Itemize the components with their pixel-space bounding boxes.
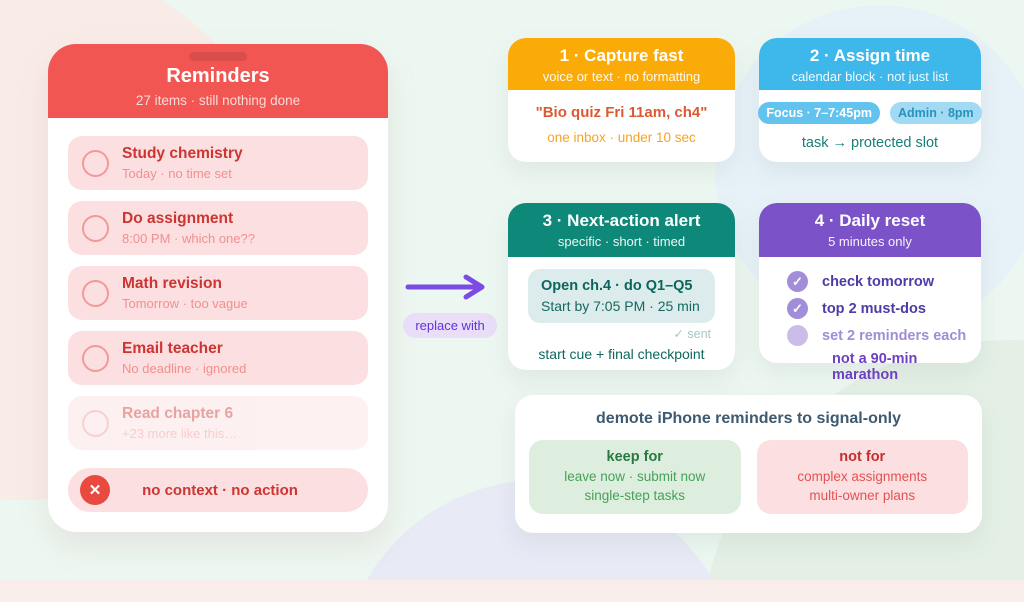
checklist-row: ✓ check tomorrow — [787, 271, 981, 292]
todo-circle-icon — [82, 149, 109, 177]
step-subtitle: specific · short · timed — [557, 234, 686, 249]
check-circle-icon: ✓ — [787, 271, 808, 292]
x-circle-icon: ✕ — [80, 475, 110, 505]
background-bottom-band — [0, 580, 1024, 602]
step-title: 1 · Capture fast — [559, 46, 684, 65]
step-card-next-action-alert: 3 · Next-action alert specific · short ·… — [508, 203, 735, 370]
list-item-do-assignment: Do assignment 8:00 PM · which one?? — [68, 201, 368, 255]
daily-reset-header: 4 · Daily reset 5 minutes only — [759, 203, 981, 257]
demote-title: demote iPhone reminders to signal-only — [596, 410, 901, 427]
focus-block-pill: Focus · 7–7:45pm — [758, 102, 880, 124]
step-subtitle: calendar block · not just list — [791, 69, 949, 84]
sent-status: ✓ sent — [673, 327, 711, 341]
not-for-line: multi-owner plans — [809, 488, 916, 503]
keep-for-line: single-step tasks — [584, 488, 686, 503]
calendar-blocks: Focus · 7–7:45pm Admin · 8pm — [758, 102, 982, 124]
step-title: 3 · Next-action alert — [542, 211, 701, 230]
reminders-list: Study chemistry Today · no time set Do a… — [48, 118, 388, 450]
todo-subtitle: No deadline · ignored — [122, 360, 247, 376]
capture-example-quote: "Bio quiz Fri 11am, ch4" — [535, 104, 708, 121]
todo-circle-icon — [82, 279, 109, 307]
no-context-label: no context · no action — [142, 481, 298, 499]
check-label: set 2 reminders each — [822, 327, 967, 344]
todo-title: Read chapter 6 — [122, 405, 234, 423]
daily-reset-checklist: ✓ check tomorrow ✓ top 2 must-dos set 2 … — [759, 257, 981, 383]
step-title: 4 · Daily reset — [814, 211, 926, 230]
step-subtitle: 5 minutes only — [828, 234, 912, 249]
capture-fast-header: 1 · Capture fast voice or text · no form… — [508, 38, 735, 90]
todo-title: Math revision — [122, 275, 222, 293]
todo-title: Study chemistry — [122, 145, 243, 163]
check-label: top 2 must-dos — [822, 300, 926, 317]
reminders-phone-card: Reminders 27 items · still nothing done … — [48, 44, 388, 532]
check-label: check tomorrow — [822, 273, 934, 290]
not-for-line: complex assignments — [797, 469, 928, 484]
check-circle-icon: ✓ — [787, 298, 808, 319]
checklist-row: set 2 reminders each — [787, 325, 981, 346]
list-item-read-chapter: Read chapter 6 +23 more like this… — [68, 396, 368, 450]
step-subtitle: voice or text · no formatting — [542, 69, 701, 84]
replace-arrow-group: replace with — [402, 274, 498, 338]
reminders-subtitle: 27 items · still nothing done — [135, 93, 301, 108]
todo-subtitle: Today · no time set — [122, 165, 232, 181]
not-for-box: not for complex assignments multi-owner … — [756, 440, 968, 514]
assign-note: task → protected slot — [801, 135, 939, 151]
todo-subtitle: +23 more like this… — [122, 425, 238, 441]
reminders-title: Reminders — [166, 65, 270, 87]
alert-note: start cue + final checkpoint — [538, 346, 705, 362]
arrow-right-icon — [405, 274, 485, 300]
phone-notch — [189, 52, 247, 61]
list-item-email-teacher: Email teacher No deadline · ignored — [68, 331, 368, 385]
no-context-banner: ✕ no context · no action — [68, 468, 368, 512]
step-title: 2 · Assign time — [809, 46, 931, 65]
list-item-math-revision: Math revision Tomorrow · too vague — [68, 266, 368, 320]
todo-subtitle: 8:00 PM · which one?? — [122, 230, 255, 246]
todo-subtitle: Tomorrow · too vague — [122, 295, 248, 311]
unchecked-circle-icon — [787, 325, 808, 346]
step-card-assign-time: 2 · Assign time calendar block · not jus… — [758, 38, 982, 162]
step-card-daily-reset: 4 · Daily reset 5 minutes only ✓ check t… — [759, 203, 981, 383]
todo-circle-icon — [82, 214, 109, 242]
not-for-title: not for — [839, 449, 886, 465]
keep-for-line: leave now · submit now — [564, 469, 706, 484]
admin-block-pill: Admin · 8pm — [889, 102, 982, 124]
alert-example-box: Open ch.4 · do Q1–Q5 Start by 7:05 PM · … — [528, 269, 715, 323]
alert-task-line: Open ch.4 · do Q1–Q5 — [541, 278, 693, 294]
assign-time-header: 2 · Assign time calendar block · not jus… — [759, 38, 981, 90]
todo-circle-icon — [82, 409, 109, 437]
todo-title: Email teacher — [122, 340, 223, 358]
replace-with-label: replace with — [403, 313, 497, 338]
todo-title: Do assignment — [122, 210, 234, 228]
step-card-capture-fast: 1 · Capture fast voice or text · no form… — [508, 38, 735, 162]
alert-time-line: Start by 7:05 PM · 25 min — [541, 298, 700, 314]
checklist-row: ✓ top 2 must-dos — [787, 298, 981, 319]
keep-for-title: keep for — [606, 449, 663, 465]
reset-note: not a 90-min marathon — [832, 351, 918, 383]
capture-note: one inbox · under 10 sec — [547, 130, 696, 145]
keep-not-row: keep for leave now · submit now single-s… — [515, 428, 982, 514]
list-item-study-chemistry: Study chemistry Today · no time set — [68, 136, 368, 190]
todo-circle-icon — [82, 344, 109, 372]
next-action-alert-header: 3 · Next-action alert specific · short ·… — [508, 203, 735, 257]
demote-card: demote iPhone reminders to signal-only k… — [515, 395, 982, 533]
keep-for-box: keep for leave now · submit now single-s… — [529, 440, 741, 514]
reminders-header: Reminders 27 items · still nothing done — [48, 44, 388, 118]
